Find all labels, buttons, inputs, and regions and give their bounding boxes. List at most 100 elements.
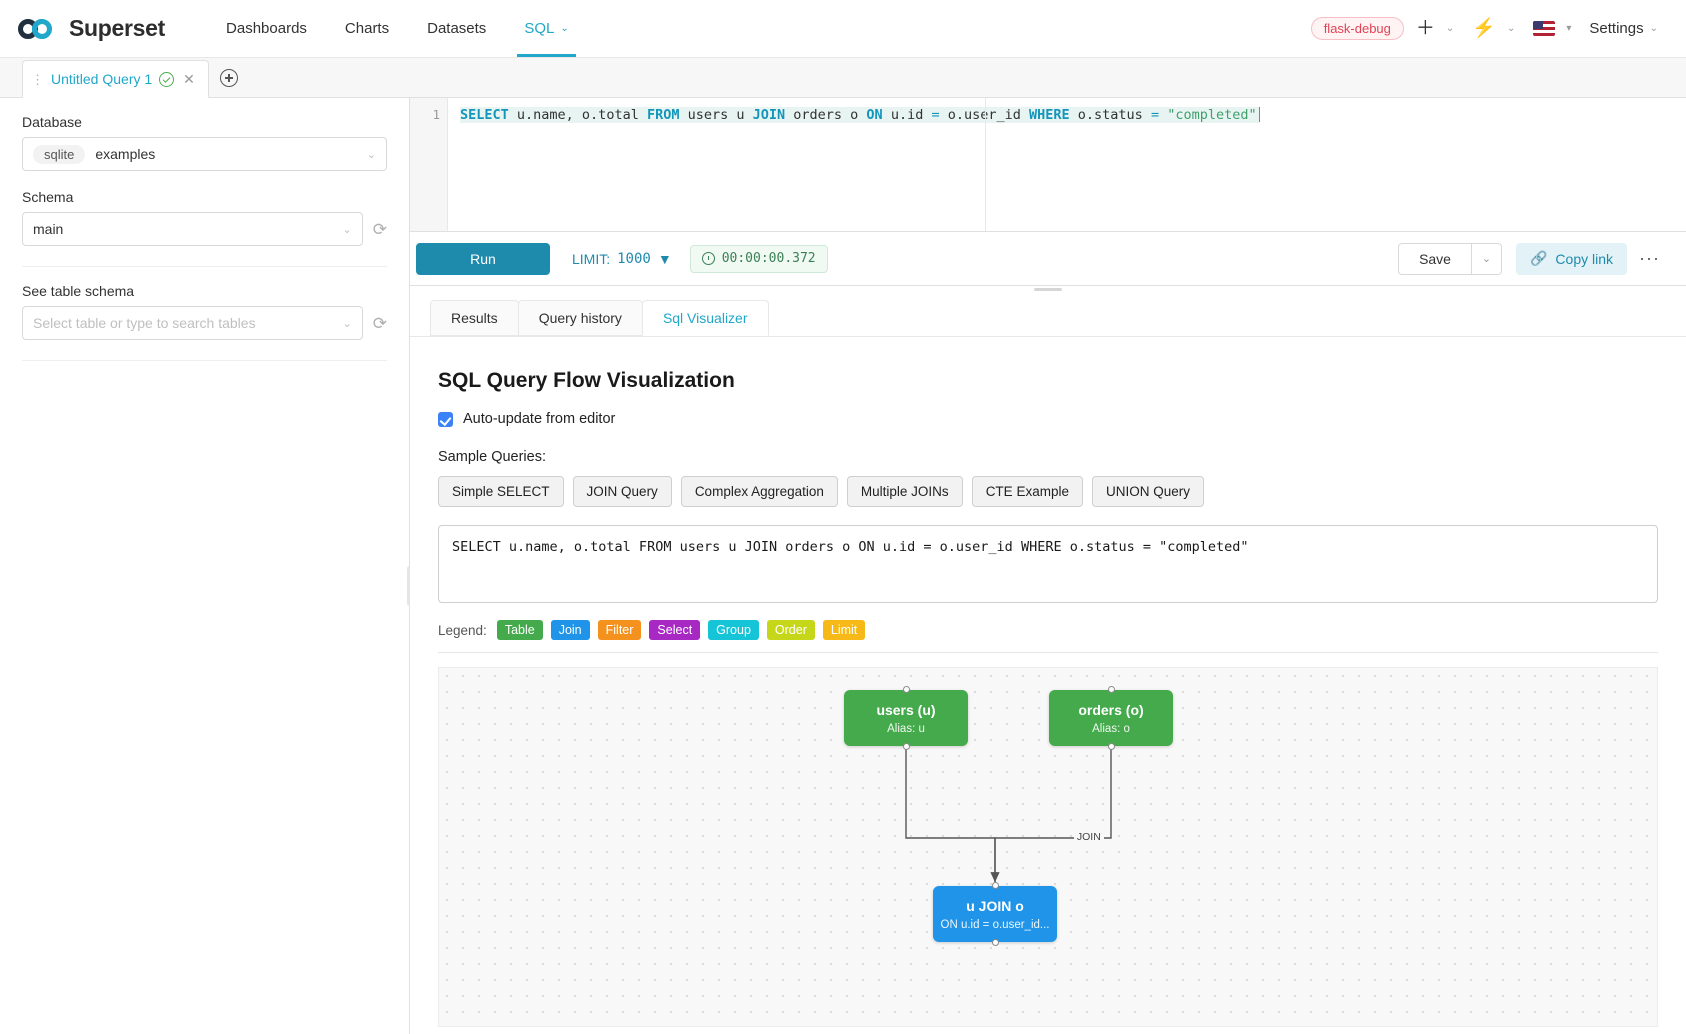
nav-item-sql[interactable]: SQL ⌄ [505,0,587,57]
superset-logo-icon [18,16,60,42]
save-button[interactable]: Save [1398,242,1472,275]
node-port-top[interactable] [1107,686,1115,693]
sample-queries-row: Simple SELECT JOIN Query Complex Aggrega… [438,476,1658,507]
refresh-tables-icon[interactable]: ⟳ [372,313,387,333]
bolt-menu-button[interactable]: ⚡ ⌄ [1466,19,1521,38]
editor-resize-handle[interactable] [1034,288,1062,291]
limit-value: 1000 [617,250,651,267]
table-schema-label: See table schema [22,283,135,299]
copy-link-label: Copy link [1555,250,1614,267]
run-button[interactable]: Run [416,242,550,275]
tab-query-history[interactable]: Query history [517,300,643,336]
nav-label: Dashboards [226,20,307,37]
table-select[interactable]: Select table or type to search tables ⌄ [22,306,363,340]
sample-query-join-query[interactable]: JOIN Query [572,476,672,507]
flow-node-join[interactable]: u JOIN o ON u.id = o.user_id... [933,882,1057,946]
ace-editor[interactable]: 1 SELECT u.name, o.total FROM users u JO… [410,98,1686,231]
node-port-bottom[interactable] [902,743,910,750]
editor-code[interactable]: SELECT u.name, o.total FROM users u JOIN… [448,98,1686,231]
plus-icon: ＋ [1415,18,1435,39]
auto-update-label: Auto-update from editor [463,411,616,427]
flow-edges [905,746,1112,882]
tab-sql-visualizer[interactable]: Sql Visualizer [641,300,769,336]
legend-item-order: Order [766,620,815,640]
sample-queries-label: Sample Queries: [438,449,546,465]
limit-dropdown[interactable]: LIMIT: 1000 ▼ [572,251,672,267]
nav-label: Charts [344,20,390,37]
refresh-schema-icon[interactable]: ⟳ [372,219,387,239]
flow-node-subtitle: Alias: u [887,722,925,735]
chevron-down-icon: ⌄ [1445,23,1455,34]
schema-value: main [33,221,64,237]
node-port-bottom[interactable] [991,939,999,946]
flow-node-subtitle: ON u.id = o.user_id... [940,918,1050,931]
flow-diagram-canvas[interactable]: users (u)Alias: u orders (o)Alias: o u JOI… [438,667,1658,1027]
sample-query-union-query[interactable]: UNION Query [1091,476,1204,507]
database-engine-pill: sqlite [33,144,86,164]
tab-results[interactable]: Results [430,300,519,336]
database-value: examples [95,146,156,162]
nav-item-dashboards[interactable]: Dashboards [207,0,326,57]
top-navigation-bar: Superset Dashboards Charts Datasets SQL … [0,0,1686,58]
schema-row: main ⌄ ⟳ [22,212,387,246]
editor-vertical-rule [985,98,986,231]
nav-item-datasets[interactable]: Datasets [408,0,505,57]
flask-debug-badge[interactable]: flask-debug [1310,17,1404,40]
panel-divider [22,266,387,267]
sample-query-cte-example[interactable]: CTE Example [971,476,1083,507]
legend-item-join: Join [550,620,590,640]
superset-brand[interactable]: Superset [18,15,165,42]
add-query-tab-button[interactable] [209,59,249,97]
node-port-top[interactable] [902,686,910,693]
settings-menu[interactable]: Settings ⌄ [1583,20,1664,37]
chevron-down-icon: ⌄ [342,317,352,330]
copy-link-button[interactable]: 🔗 Copy link [1515,242,1628,275]
legend-label: Legend: [438,622,487,638]
query-input-textarea[interactable] [438,525,1658,603]
flow-node-users[interactable]: users (u)Alias: u [844,686,968,750]
flow-node-orders[interactable]: orders (o)Alias: o [1049,686,1173,750]
database-select[interactable]: sqlite examples ⌄ [22,137,387,171]
chevron-down-icon: ⌄ [1649,23,1658,34]
flow-edge-orders-to-join [990,746,1112,882]
flow-node-title: u JOIN o [966,897,1024,914]
sample-query-simple-select[interactable]: Simple SELECT [438,476,564,507]
schema-label: Schema [22,189,74,205]
legend: Legend: Table Join Filter Select Group O… [438,620,1658,640]
flow-edge-label: JOIN [1073,831,1104,843]
query-tab-untitled-query-1[interactable]: ⋮ Untitled Query 1 ✕ [22,60,209,98]
more-options-icon[interactable]: ··· [1639,248,1660,268]
sample-query-multiple-joins[interactable]: Multiple JOINs [846,476,963,507]
drag-handle-icon[interactable]: ⋮ [31,71,44,87]
nav-links: Dashboards Charts Datasets SQL ⌄ [207,0,588,57]
nav-right-group: flask-debug ＋ ⌄ ⚡ ⌄ ▾ Settings ⌄ [1310,17,1664,40]
nav-label: Datasets [427,20,487,37]
node-port-bottom[interactable] [1107,743,1115,750]
language-selector[interactable]: ▾ [1527,21,1577,36]
toolbar-right: Save ⌄ 🔗 Copy link ··· [1398,242,1666,275]
sql-visualizer-panel: SQL Query Flow Visualization Auto-update… [410,336,1686,1034]
timer-value: 00:00:00.372 [721,251,816,266]
new-menu-button[interactable]: ＋ ⌄ [1410,19,1460,38]
caret-down-icon: ▼ [657,250,672,267]
us-flag-icon [1533,21,1556,36]
query-tab-label: Untitled Query 1 [51,71,153,87]
editor-toolbar: Run LIMIT: 1000 ▼ 00:00:00.372 Save ⌄ 🔗 … [410,232,1686,291]
plus-circle-icon [219,69,238,87]
nav-item-charts[interactable]: Charts [326,0,408,57]
chevron-down-icon: ⌄ [1506,23,1516,34]
flow-node-title: orders (o) [1078,701,1144,718]
table-placeholder: Select table or type to search tables [33,315,256,331]
node-port-top[interactable] [991,882,999,889]
query-settings-panel: Database sqlite examples ⌄ Schema main ⌄… [0,98,412,1034]
close-icon[interactable]: ✕ [183,70,195,87]
save-dropdown-button[interactable]: ⌄ [1471,242,1502,275]
query-tab-strip: ⋮ Untitled Query 1 ✕ [0,58,1686,98]
panel-resize-handle[interactable] [407,566,412,606]
sample-query-complex-aggregation[interactable]: Complex Aggregation [680,476,838,507]
auto-update-checkbox[interactable] [438,411,453,427]
schema-select[interactable]: main ⌄ [22,212,363,246]
database-label: Database [22,114,82,130]
clock-icon [701,252,715,265]
legend-item-table: Table [496,620,543,640]
